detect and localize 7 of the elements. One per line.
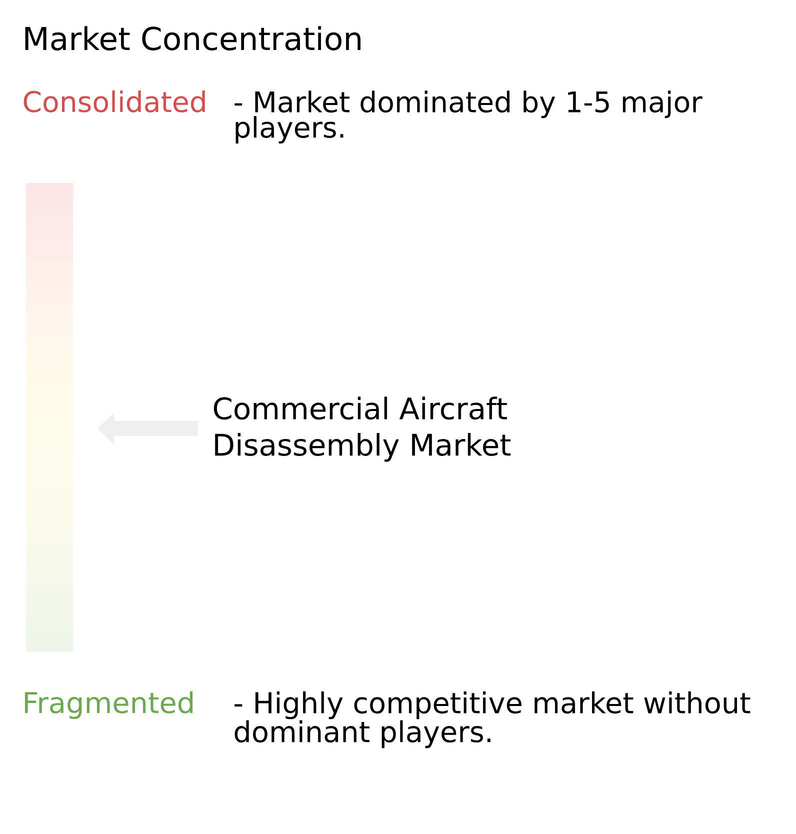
description: - Highly competitive market without dominant players.: [234, 691, 750, 748]
description: - Market dominated by 1-5 major players.: [234, 90, 702, 144]
title: Market Concentration: [25, 26, 360, 50]
gradient-bar: [26, 183, 73, 652]
category-label: Fragmented: [25, 691, 193, 719]
category-label: Consolidated: [24, 90, 205, 112]
callout-label: Commercial Aircraft Disassembly Market: [214, 396, 511, 462]
